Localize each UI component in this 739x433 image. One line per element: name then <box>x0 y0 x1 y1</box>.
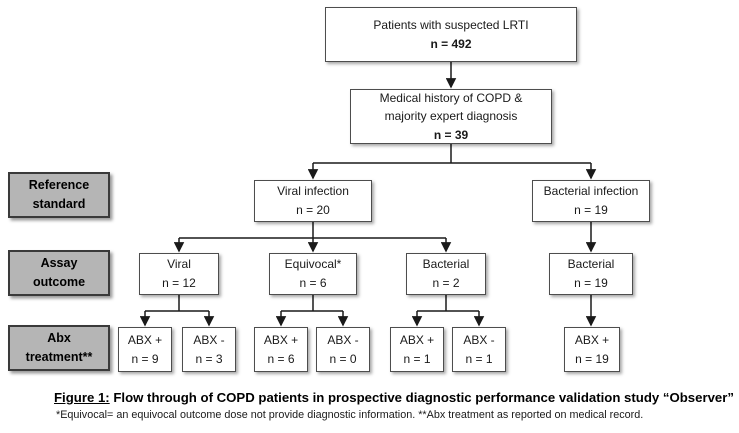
node-text: Viral <box>167 257 191 272</box>
node-text: ABX - <box>193 332 225 347</box>
node-count: n = 20 <box>296 203 330 217</box>
node-text: Patients with suspected LRTI <box>373 17 529 32</box>
node-text: Bacterial <box>567 257 615 272</box>
node-count: n = 1 <box>403 351 431 366</box>
node-count: n = 19 <box>574 276 608 290</box>
row-label-text: Assay <box>40 256 78 271</box>
node-abx-neg-equivocal: ABX - n = 0 <box>316 327 370 372</box>
node-count: n = 12 <box>162 276 196 290</box>
node-count: n = 1 <box>465 351 493 366</box>
node-count: n = 19 <box>574 203 608 217</box>
figure-caption-label: Figure 1: <box>54 390 110 405</box>
node-copd-history: Medical history of COPD & majority exper… <box>350 89 552 144</box>
node-assay-bacterial-bact-arm: Bacterial n = 19 <box>549 253 633 295</box>
figure-caption-text: Flow through of COPD patients in prospec… <box>109 390 734 405</box>
node-abx-pos-bacterial19: ABX + n = 19 <box>564 327 620 372</box>
node-text: Equivocal* <box>284 257 342 272</box>
row-label-text: Abx <box>47 331 71 346</box>
node-abx-neg-bacterial2: ABX - n = 1 <box>452 327 506 372</box>
node-text: ABX - <box>327 332 359 347</box>
node-text: ABX + <box>263 332 299 347</box>
figure-caption: Figure 1: Flow through of COPD patients … <box>54 390 739 405</box>
node-count: n = 0 <box>329 351 357 366</box>
node-abx-pos-bacterial2: ABX + n = 1 <box>390 327 444 372</box>
node-text: ABX + <box>399 332 435 347</box>
node-text: ABX + <box>127 332 163 347</box>
node-viral-infection: Viral infection n = 20 <box>254 180 372 222</box>
node-text: Bacterial <box>422 257 470 272</box>
node-text: Medical history of COPD & <box>379 90 523 105</box>
node-count: n = 39 <box>433 127 469 142</box>
node-text: ABX + <box>574 332 610 347</box>
node-assay-bacterial-viral-arm: Bacterial n = 2 <box>406 253 486 295</box>
node-assay-viral: Viral n = 12 <box>139 253 219 295</box>
node-text: Bacterial infection <box>543 184 639 199</box>
row-label-text: Reference <box>28 178 90 193</box>
node-text: majority expert diagnosis <box>384 109 518 124</box>
node-bacterial-infection: Bacterial infection n = 19 <box>532 180 650 222</box>
node-assay-equivocal: Equivocal* n = 6 <box>269 253 357 295</box>
node-abx-pos-equivocal: ABX + n = 6 <box>254 327 308 372</box>
node-count: n = 19 <box>575 351 609 366</box>
row-label-reference-standard: Reference standard <box>8 172 110 218</box>
row-label-text: standard <box>32 197 86 211</box>
node-count: n = 6 <box>299 276 327 290</box>
node-count: n = 9 <box>131 351 159 366</box>
row-label-text: treatment** <box>25 350 93 364</box>
node-abx-neg-viral: ABX - n = 3 <box>182 327 236 372</box>
node-text: Viral infection <box>277 184 349 199</box>
node-count: n = 2 <box>432 276 460 290</box>
node-count: n = 492 <box>430 36 472 51</box>
row-label-assay-outcome: Assay outcome <box>8 250 110 296</box>
node-suspected-lrti: Patients with suspected LRTI n = 492 <box>325 7 577 62</box>
node-abx-pos-viral: ABX + n = 9 <box>118 327 172 372</box>
row-label-abx-treatment: Abx treatment** <box>8 325 110 371</box>
node-count: n = 3 <box>195 351 223 366</box>
node-text: ABX - <box>463 332 495 347</box>
figure-footnote: *Equivocal= an equivocal outcome dose no… <box>56 409 644 421</box>
row-label-text: outcome <box>32 275 86 289</box>
node-count: n = 6 <box>267 351 295 366</box>
